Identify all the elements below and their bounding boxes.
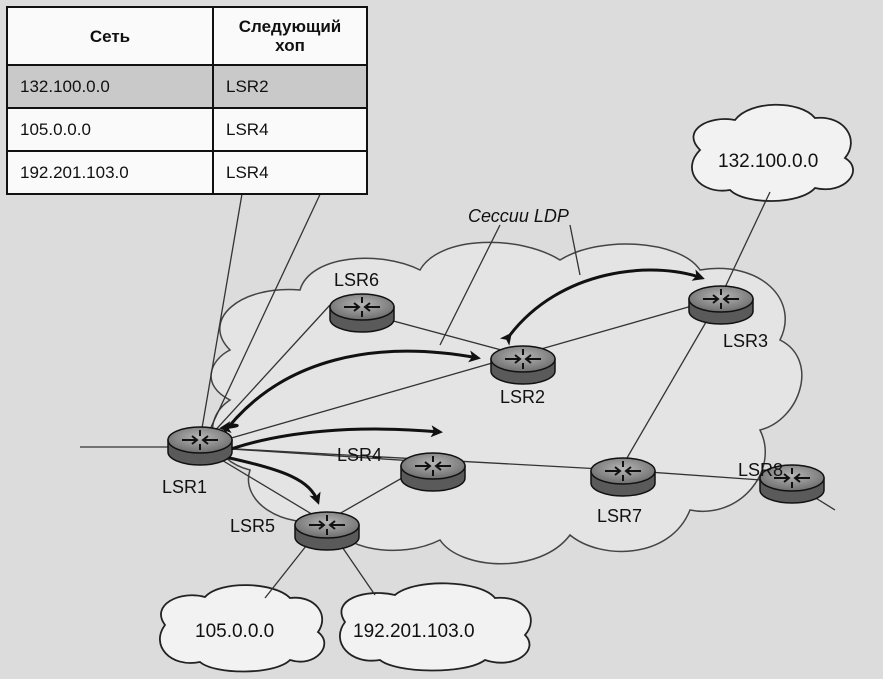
cell-next-hop: LSR2: [212, 64, 368, 109]
routing-table: Сеть Следующий хоп 132.100.0.0 LSR2 105.…: [6, 6, 368, 195]
cell-network: 105.0.0.0: [6, 107, 214, 152]
label-net-132: 132.100.0.0: [718, 151, 818, 172]
header-next-hop: Следующий хоп: [212, 6, 368, 66]
label-lsr4: LSR4: [337, 445, 382, 465]
router-lsr5-icon[interactable]: [294, 511, 360, 551]
table-row: 105.0.0.0 LSR4: [6, 107, 368, 152]
cell-next-hop: LSR4: [212, 150, 368, 195]
label-lsr5: LSR5: [230, 516, 275, 536]
label-lsr8: LSR8: [738, 460, 783, 480]
ldp-sessions: [209, 268, 705, 505]
router-lsr6-icon[interactable]: [329, 293, 395, 333]
router-lsr3-icon[interactable]: [688, 285, 754, 325]
cell-next-hop: LSR4: [212, 107, 368, 152]
cloud-192: [339, 582, 532, 672]
label-lsr2: LSR2: [500, 387, 545, 407]
router-lsr7-icon[interactable]: [590, 457, 656, 497]
router-lsr4-icon[interactable]: [400, 452, 466, 492]
table-row: 132.100.0.0 LSR2: [6, 64, 368, 109]
label-lsr1: LSR1: [162, 477, 207, 497]
header-network: Сеть: [6, 6, 214, 66]
label-lsr6: LSR6: [334, 270, 379, 290]
label-lsr7: LSR7: [597, 506, 642, 526]
table-row: 192.201.103.0 LSR4: [6, 150, 368, 195]
label-lsr3: LSR3: [723, 331, 768, 351]
label-net-192: 192.201.103.0: [353, 621, 475, 642]
label-net-105: 105.0.0.0: [195, 621, 274, 642]
table-header-row: Сеть Следующий хоп: [6, 6, 368, 66]
router-lsr1-icon[interactable]: [167, 426, 233, 466]
router-lsr2-icon[interactable]: [490, 345, 556, 385]
cloud-105: [159, 584, 326, 673]
cell-network: 132.100.0.0: [6, 64, 214, 109]
cell-network: 192.201.103.0: [6, 150, 214, 195]
label-ldp-sessions: Сессии LDP: [468, 206, 569, 226]
cloud-132: [691, 103, 854, 202]
